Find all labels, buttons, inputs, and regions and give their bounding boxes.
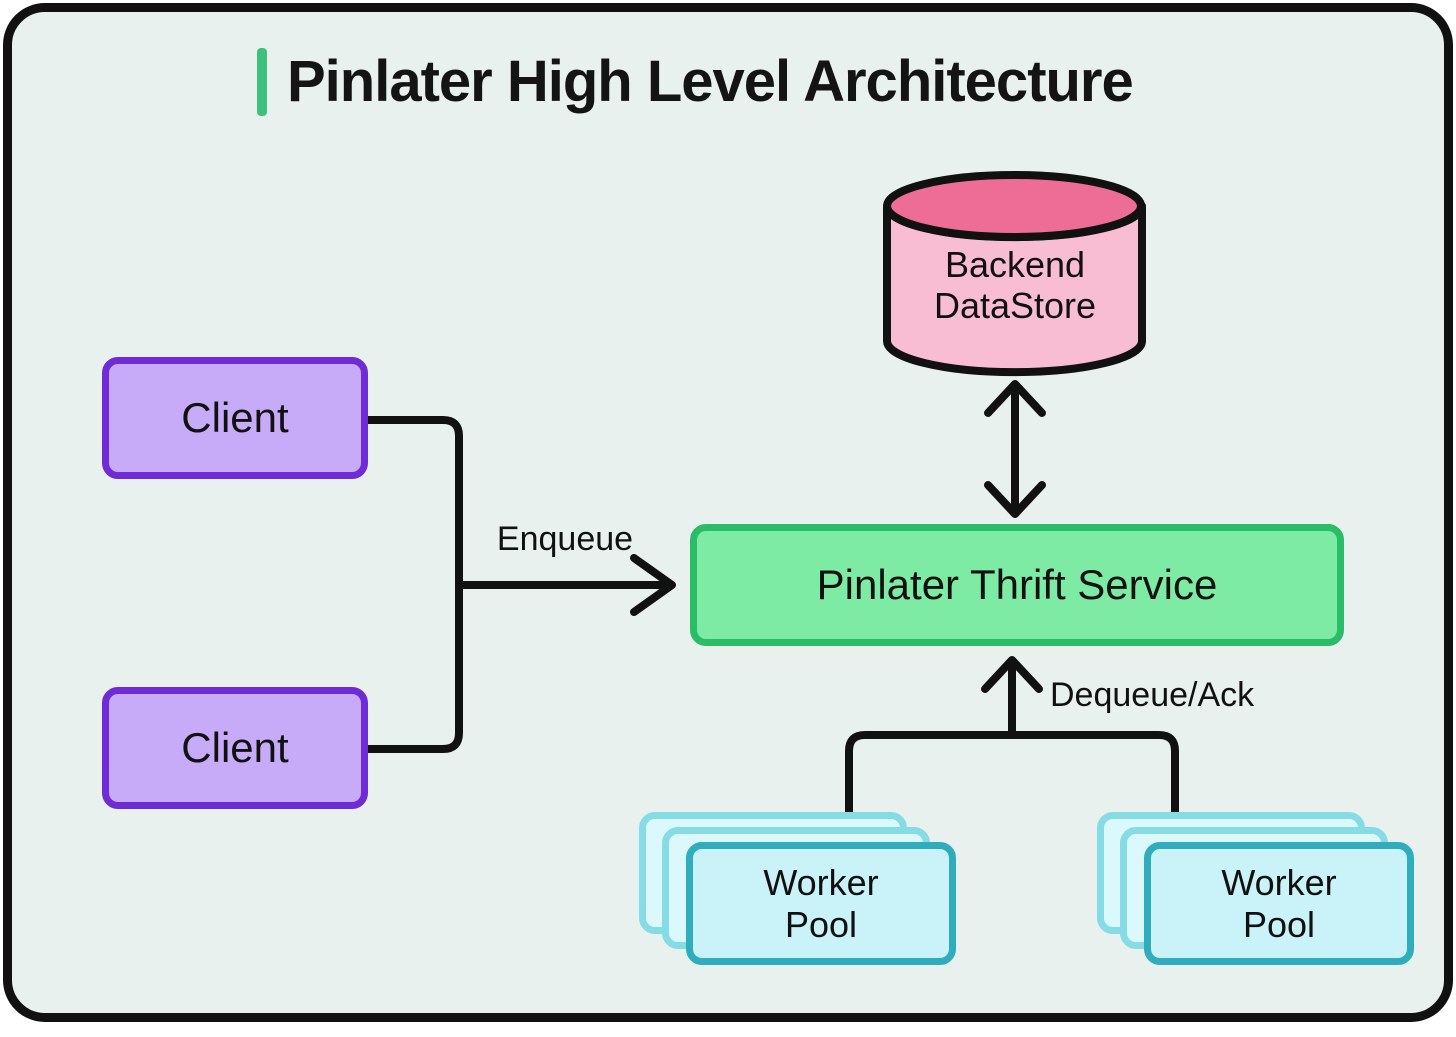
title-block: Pinlater High Level Architecture — [257, 48, 1134, 116]
worker-pool-right: Worker Pool — [1097, 812, 1417, 968]
client-node-2: Client — [102, 687, 368, 809]
worker-pool-left-label-line2: Pool — [784, 903, 858, 945]
worker-pool-left: Worker Pool — [639, 812, 959, 968]
worker-pool-right-card-front: Worker Pool — [1144, 842, 1414, 965]
worker-pool-left-card-front: Worker Pool — [686, 842, 956, 965]
client-connector-line — [360, 416, 463, 753]
client-node-2-label: Client — [181, 723, 289, 771]
datastore-cylinder-top — [883, 171, 1145, 241]
client-node-1: Client — [102, 357, 368, 479]
datastore-label-line2: DataStore — [933, 285, 1097, 327]
enqueue-arrow-head — [630, 554, 676, 616]
datastore-service-arrow-head-up — [984, 380, 1046, 417]
worker-pool-right-label-line1: Worker — [1221, 862, 1337, 904]
service-node-label: Pinlater Thrift Service — [816, 560, 1218, 608]
worker-pool-left-label-line1: Worker — [763, 862, 879, 904]
page-title: Pinlater High Level Architecture — [287, 49, 1134, 114]
datastore-node-label: Backend DataStore — [887, 244, 1143, 327]
dequeue-label: Dequeue/Ack — [1050, 676, 1255, 714]
datastore-label-line1: Backend — [944, 244, 1086, 285]
diagram-canvas: Pinlater High Level Architecture Enqueue… — [3, 3, 1453, 1022]
connector-layer — [360, 171, 1179, 834]
service-node: Pinlater Thrift Service — [690, 524, 1344, 646]
datastore-service-arrow-head-down — [984, 481, 1046, 518]
enqueue-label: Enqueue — [496, 520, 634, 558]
dequeue-arrow-head — [981, 656, 1043, 693]
client-node-1-label: Client — [181, 393, 289, 441]
title-accent-bar — [257, 48, 267, 116]
worker-pool-right-label-line2: Pool — [1242, 903, 1316, 945]
